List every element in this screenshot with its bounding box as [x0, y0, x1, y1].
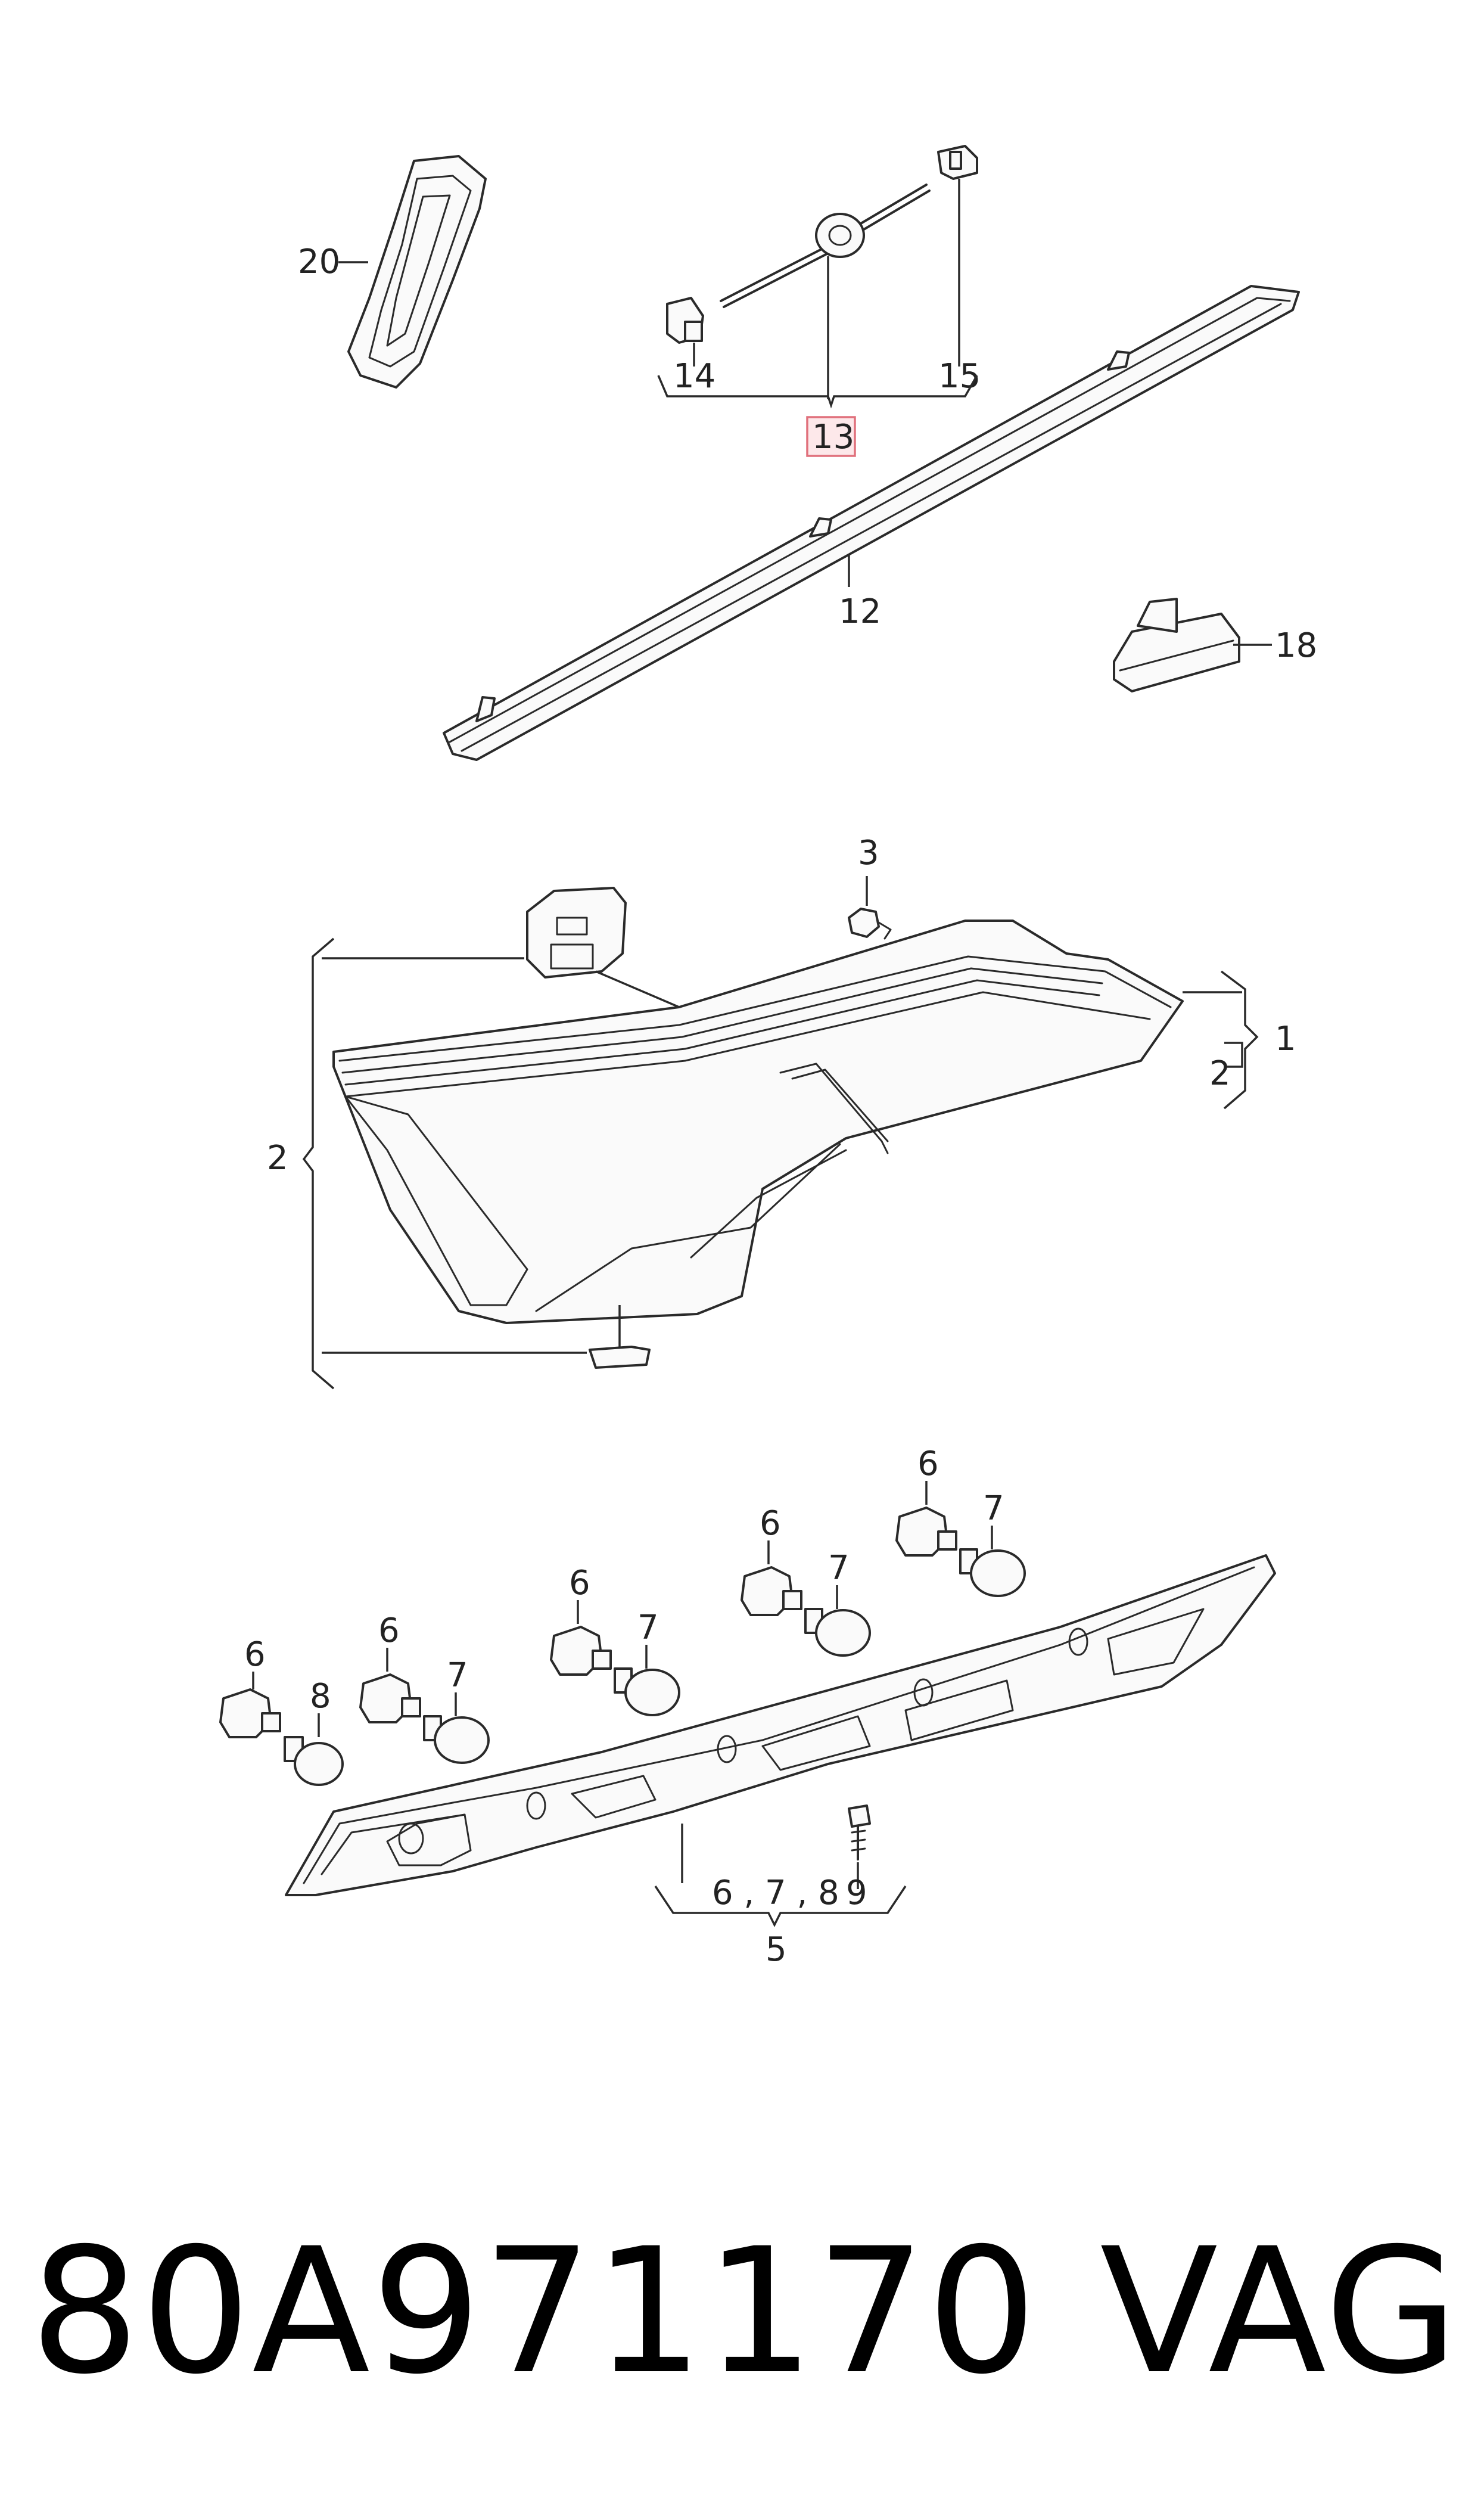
part-1-tail-light — [332, 920, 1184, 1324]
part-13-wiring-harness — [720, 184, 931, 399]
callout-13: 13 — [812, 418, 854, 456]
highlight-box-13 — [806, 416, 856, 457]
callout-6e: 6 — [917, 1445, 939, 1483]
part-15-plug — [937, 145, 978, 366]
bracket-13 — [657, 375, 978, 409]
callout-8: 8 — [310, 1677, 331, 1716]
callout-6d: 6 — [760, 1504, 781, 1543]
callout-6c: 6 — [569, 1564, 590, 1602]
callout-2-right: 2 — [1209, 1054, 1231, 1093]
brand-text: VAG — [1100, 2211, 1460, 2412]
footer-part-label: 80A971170 VAG — [30, 2193, 1460, 2431]
callout-6b: 6 — [378, 1611, 400, 1650]
callout-15: 15 — [938, 357, 981, 396]
part-12-light-strip — [443, 285, 1300, 761]
callout-18: 18 — [1275, 626, 1317, 665]
bracket-2-left — [302, 937, 335, 1390]
part-clip-top — [526, 887, 627, 979]
callout-12: 12 — [839, 592, 881, 631]
parts-diagram: 20 14 15 13 12 — [219, 145, 1317, 1969]
bracket-1 — [1220, 970, 1259, 1110]
callout-7b: 7 — [637, 1608, 659, 1647]
callout-14: 14 — [673, 357, 715, 396]
bulb-holder-6c — [550, 1600, 612, 1676]
callout-6a: 6 — [244, 1635, 266, 1674]
part-5-bulb-carrier — [285, 1554, 1276, 1896]
callout-7d: 7 — [983, 1489, 1004, 1528]
callout-20: 20 — [298, 243, 340, 281]
bracket-2-right — [1224, 1042, 1243, 1068]
bulb-7d — [959, 1526, 1026, 1597]
bulb-8 — [284, 1713, 344, 1786]
callout-9: 9 — [846, 1874, 867, 1912]
bulb-7a — [423, 1692, 490, 1764]
part-20-reflector — [338, 155, 487, 389]
callout-6-7-8: 6 , 7 , 8 — [712, 1874, 839, 1912]
part-9-screw — [848, 1804, 871, 1889]
bulb-holder-6b — [359, 1648, 421, 1723]
callout-3: 3 — [858, 834, 879, 872]
part-14-connector — [666, 297, 704, 366]
part-number-text: 80A971170 — [30, 2211, 1038, 2412]
callout-2-left: 2 — [267, 1139, 288, 1178]
part-18-plate-light — [1113, 598, 1272, 692]
callout-7a: 7 — [447, 1656, 468, 1695]
part-pad-bottom — [589, 1305, 651, 1369]
callout-7c: 7 — [828, 1549, 850, 1588]
bulb-holder-6e — [895, 1481, 957, 1557]
bulb-7c — [804, 1585, 871, 1657]
bulb-holder-6d — [741, 1540, 802, 1616]
callout-1: 1 — [1275, 1020, 1296, 1058]
part-3-nut — [848, 908, 892, 940]
bulb-holder-6a — [219, 1672, 281, 1738]
callout-5: 5 — [766, 1930, 787, 1969]
bulb-7b — [614, 1645, 680, 1716]
bracket-5 — [654, 1886, 907, 1927]
